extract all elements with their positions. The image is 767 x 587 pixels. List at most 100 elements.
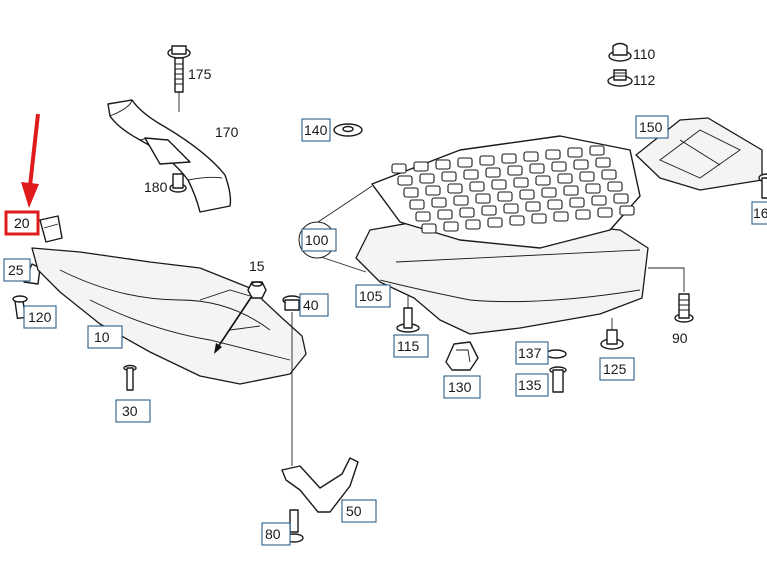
module-cell bbox=[569, 197, 585, 208]
callout-10: 10 bbox=[87, 325, 123, 349]
module-cell bbox=[431, 197, 447, 208]
module-cell bbox=[541, 187, 557, 198]
callout-137: 137 bbox=[515, 341, 549, 365]
module-cell bbox=[601, 169, 617, 180]
module-cell bbox=[591, 195, 607, 206]
callout-label-120: 90 bbox=[672, 330, 688, 346]
callout-label-140: 140 bbox=[304, 122, 328, 138]
callout-105: 105 bbox=[355, 284, 391, 308]
module-cell bbox=[501, 153, 517, 164]
module-cell bbox=[443, 221, 459, 232]
part-15-nut bbox=[247, 281, 267, 299]
callout-label-180: 180 bbox=[144, 179, 168, 195]
module-cell bbox=[545, 149, 561, 160]
callout-130: 130 bbox=[443, 375, 481, 399]
module-cell bbox=[403, 187, 419, 198]
callout-115: 115 bbox=[393, 334, 429, 358]
callout-label-150: 150 bbox=[639, 119, 663, 135]
pointer-arrow-15 bbox=[214, 295, 253, 354]
callout-label-170: 170 bbox=[215, 124, 239, 140]
module-cell bbox=[441, 171, 457, 182]
callout-label-135: 135 bbox=[518, 377, 542, 393]
highlight-arrow-20 bbox=[21, 113, 40, 208]
module-cell bbox=[525, 201, 541, 212]
callout-80: 80 bbox=[261, 522, 291, 546]
module-cell bbox=[579, 171, 595, 182]
module-cell bbox=[497, 191, 513, 202]
module-cell bbox=[479, 155, 495, 166]
part-112-clip bbox=[607, 69, 633, 87]
callout-label-30: 30 bbox=[122, 403, 138, 419]
module-cell bbox=[425, 185, 441, 196]
callout-label-80: 80 bbox=[265, 526, 281, 542]
part-20-bracket bbox=[39, 215, 63, 243]
part-30-pin bbox=[123, 364, 137, 391]
module-cell bbox=[607, 181, 623, 192]
module-cell bbox=[481, 205, 497, 216]
module-cell bbox=[597, 207, 613, 218]
module-cell bbox=[487, 217, 503, 228]
module-cell bbox=[503, 203, 519, 214]
module-cell bbox=[469, 181, 485, 192]
callout-25: 25 bbox=[3, 258, 31, 282]
callout-label-130: 130 bbox=[448, 379, 472, 395]
module-cell bbox=[553, 211, 569, 222]
module-cell bbox=[619, 205, 635, 216]
callout-label-10: 10 bbox=[94, 329, 110, 345]
module-cell bbox=[573, 159, 589, 170]
part-50-bracket bbox=[281, 457, 359, 513]
part-137-washer bbox=[545, 349, 567, 359]
part-110-clip bbox=[608, 42, 632, 62]
module-cell bbox=[595, 157, 611, 168]
module-cell bbox=[519, 189, 535, 200]
module-cell bbox=[391, 163, 407, 174]
callout-16x: 16 bbox=[751, 201, 767, 225]
module-cell bbox=[437, 209, 453, 220]
module-cell bbox=[613, 193, 629, 204]
callout-40: 120 bbox=[23, 305, 57, 329]
callout-label-100: 100 bbox=[305, 232, 329, 248]
callout-label-50: 50 bbox=[346, 503, 362, 519]
module-cell bbox=[575, 209, 591, 220]
part-130-clip bbox=[445, 341, 479, 371]
callout-label-15: 15 bbox=[249, 258, 265, 274]
callout-label-90: 40 bbox=[303, 297, 319, 313]
part-10-underbody-panel bbox=[31, 247, 307, 385]
module-cell bbox=[435, 159, 451, 170]
part-100-module-block bbox=[371, 135, 641, 249]
module-cell bbox=[413, 161, 429, 172]
module-cell bbox=[585, 183, 601, 194]
callout-label-25: 25 bbox=[8, 262, 24, 278]
module-cell bbox=[589, 145, 605, 156]
module-cell bbox=[415, 211, 431, 222]
module-cell bbox=[463, 169, 479, 180]
part-180-clip bbox=[169, 173, 187, 193]
module-cell bbox=[419, 173, 435, 184]
module-cell bbox=[513, 177, 529, 188]
callout-100: 100 bbox=[301, 228, 337, 252]
callout-label-16x: 16 bbox=[753, 205, 767, 221]
module-cell bbox=[547, 199, 563, 210]
callout-label-20: 20 bbox=[14, 215, 30, 231]
callout-20-highlighted: 20 bbox=[4, 210, 40, 236]
module-cell bbox=[509, 215, 525, 226]
module-cell bbox=[421, 223, 437, 234]
module-cell bbox=[447, 183, 463, 194]
callout-50: 50 bbox=[341, 499, 377, 523]
part-175-bolt bbox=[167, 45, 191, 93]
module-cell bbox=[523, 151, 539, 162]
part-16x-fastener bbox=[758, 173, 767, 199]
part-135-bolt bbox=[549, 366, 567, 393]
leader-lines bbox=[178, 92, 685, 466]
callout-125: 125 bbox=[599, 357, 635, 381]
callout-label-125: 125 bbox=[603, 361, 627, 377]
part-140-washer bbox=[333, 123, 363, 137]
module-cell bbox=[475, 193, 491, 204]
module-cell bbox=[535, 175, 551, 186]
module-cell bbox=[459, 207, 475, 218]
callout-label-40: 120 bbox=[28, 309, 52, 325]
module-cell bbox=[485, 167, 501, 178]
module-cell bbox=[465, 219, 481, 230]
module-cell bbox=[453, 195, 469, 206]
part-90-nut bbox=[282, 295, 302, 311]
